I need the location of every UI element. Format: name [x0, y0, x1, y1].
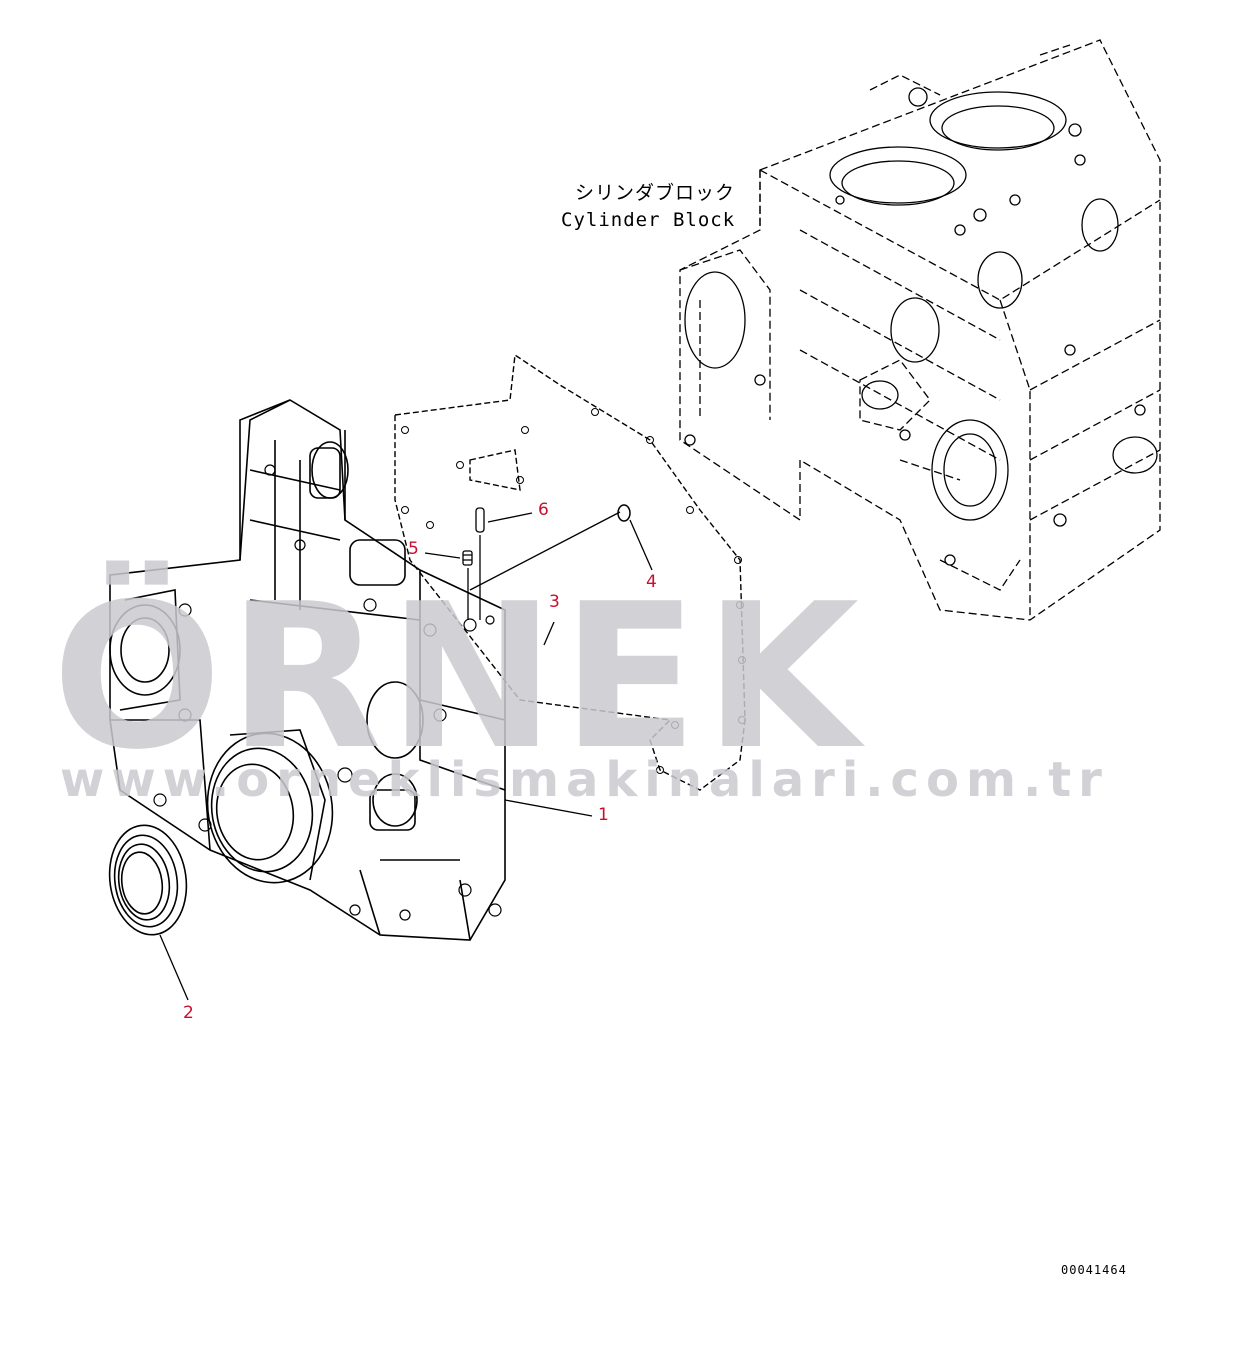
front-oil-seal: [108, 824, 188, 936]
drawing-number: 00041464: [1061, 1263, 1127, 1277]
cylinder-block: [679, 39, 1161, 621]
plug: [462, 550, 473, 566]
leader-line-6: [487, 512, 533, 523]
cylinder-block-label-japanese: シリンダブロック: [575, 182, 736, 204]
callout-4: 4: [646, 572, 657, 592]
crankshaft-bore: [206, 729, 334, 884]
front-cover-gasket: [394, 353, 746, 791]
callout-3: 3: [549, 592, 560, 612]
callout-2: 2: [183, 1003, 194, 1023]
leader-line-3: [543, 621, 555, 646]
dowel-pin: [475, 507, 485, 533]
front-cover: [109, 399, 506, 941]
leader-lines: [159, 511, 653, 1001]
callout-1: 1: [598, 805, 609, 825]
callout-5: 5: [408, 539, 419, 559]
leader-line-4b: [469, 511, 621, 591]
leader-line-4: [629, 519, 653, 571]
cylinder-bores: [684, 87, 1158, 566]
leader-line-1: [504, 799, 593, 817]
front-cover-bolt-bosses: [153, 464, 502, 921]
leader-line-5: [424, 552, 461, 559]
callout-6: 6: [538, 500, 549, 520]
leader-line-2: [159, 934, 189, 1001]
watermark-url: www.orneklismakinalari.com.tr: [60, 752, 1109, 808]
watermark-logo: ÖRNEK: [52, 561, 866, 794]
gasket-bolt-holes: [401, 408, 746, 774]
cylinder-block-label-english: Cylinder Block: [561, 209, 736, 231]
o-ring: [617, 504, 631, 522]
